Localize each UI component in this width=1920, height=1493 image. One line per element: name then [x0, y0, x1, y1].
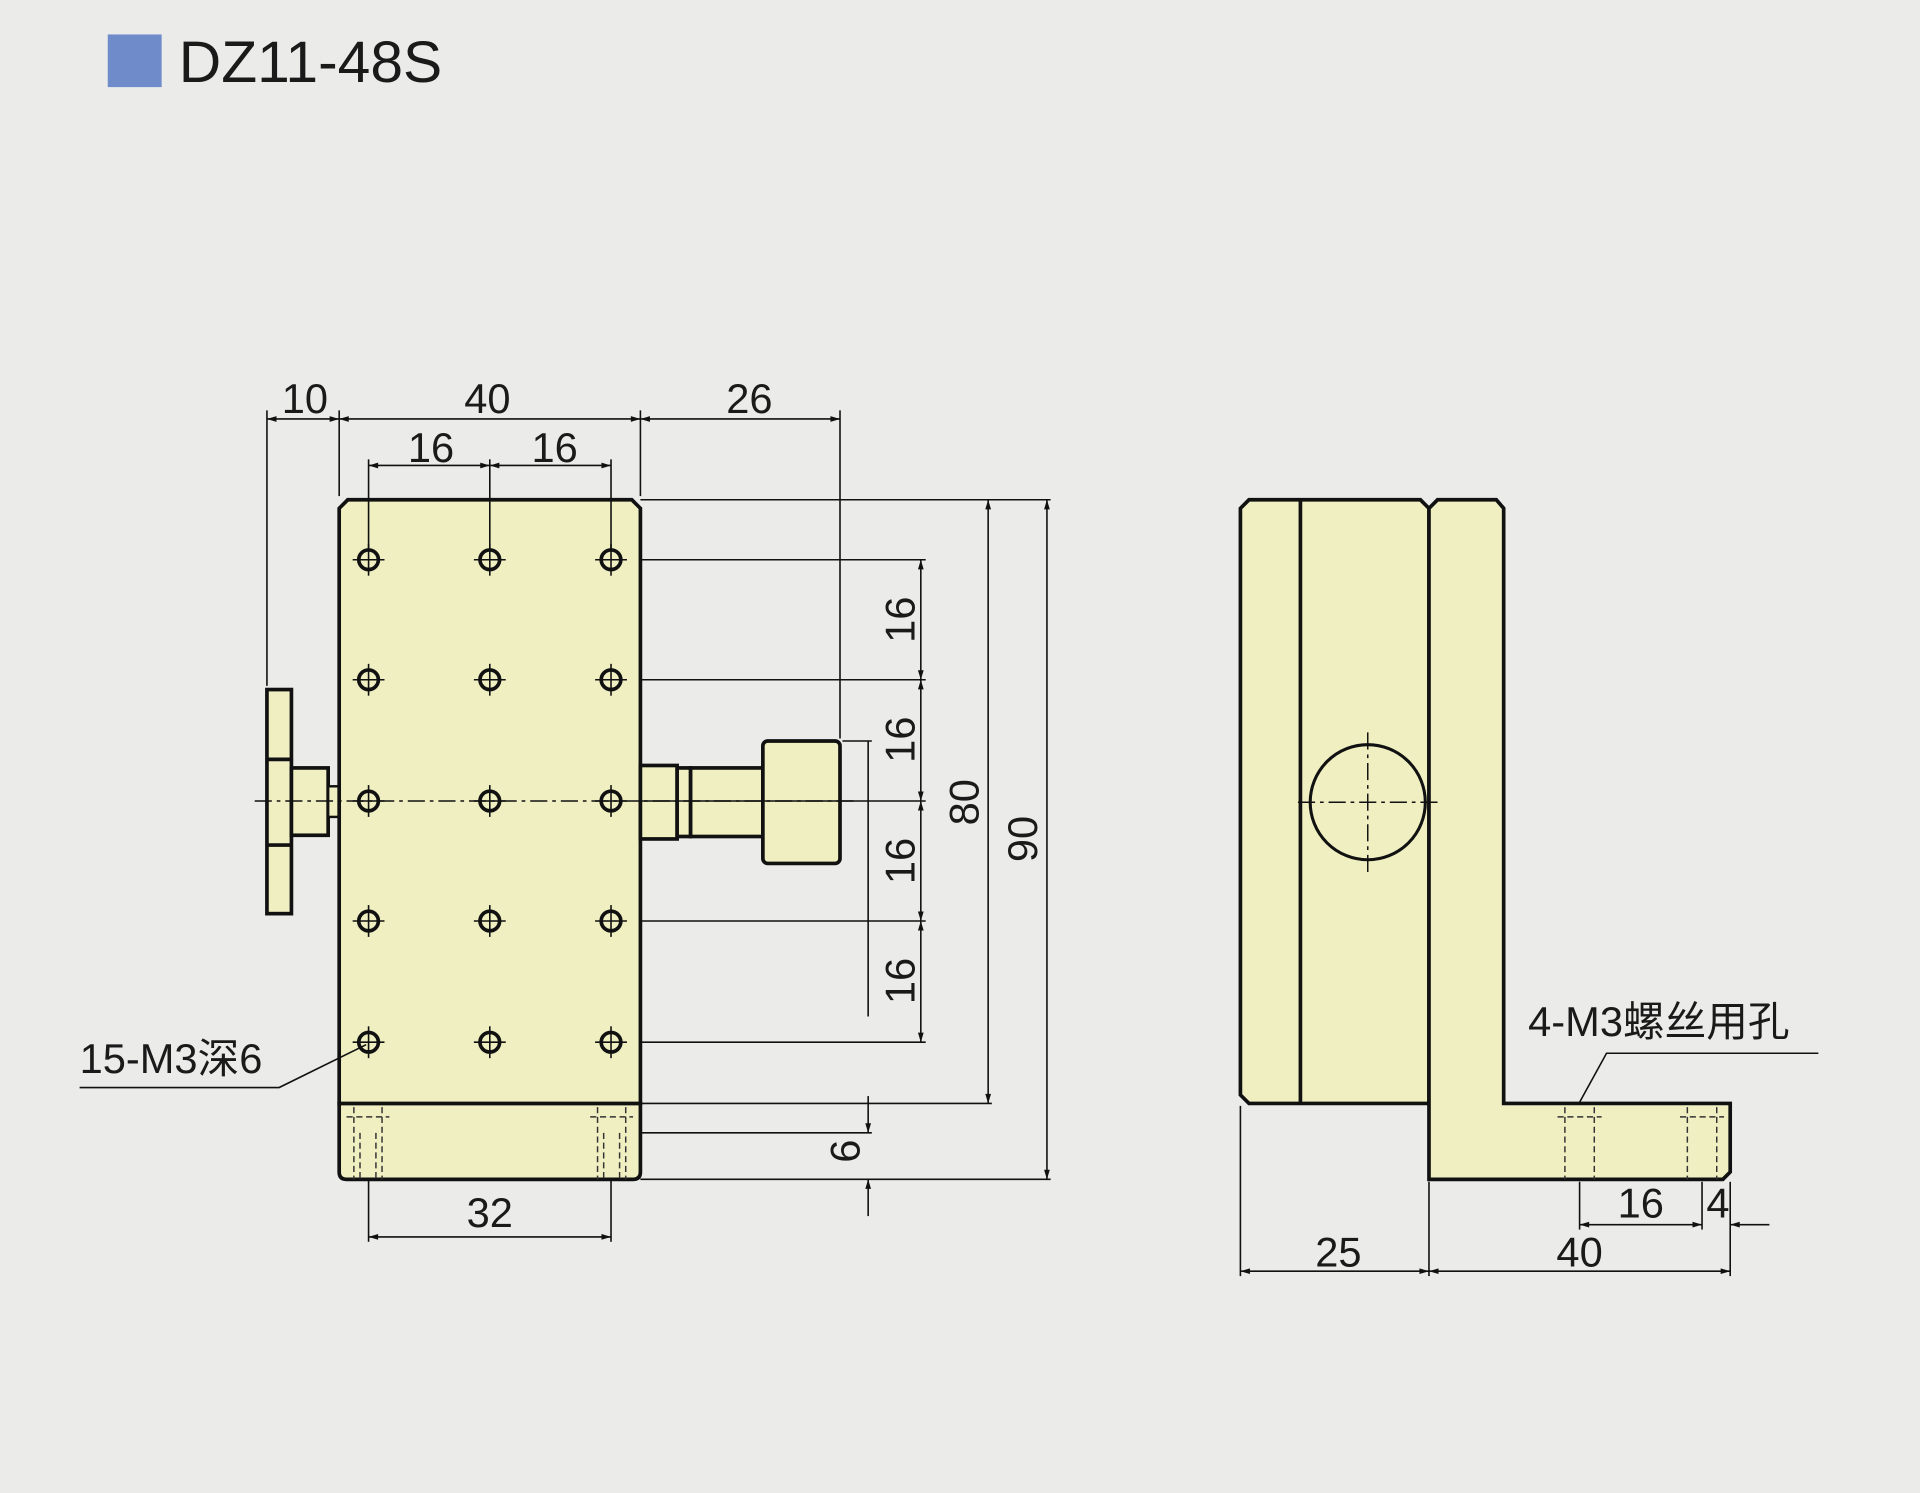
dim-knob-offset: 10	[282, 375, 328, 422]
dim-body-width: 25	[1315, 1228, 1361, 1275]
micrometer-shaft	[638, 739, 842, 866]
base-block	[337, 1101, 643, 1182]
front-view: 10 40 26 16 16 16 16 16 16 80 90 6	[80, 375, 1051, 1242]
title-marker	[107, 34, 162, 88]
dim-total-length: 90	[999, 816, 1046, 862]
dim-base-hole-pitch: 32	[467, 1189, 513, 1236]
dim-foot-length: 40	[1556, 1228, 1602, 1275]
hole-callout-front: 15-M3深6	[80, 1035, 263, 1082]
dim-foot-hole-edge: 4	[1706, 1179, 1729, 1226]
dim-shaft-length: 26	[726, 375, 772, 422]
dim-hole-pitch-b: 16	[532, 424, 578, 471]
dim-base-thickness: 6	[822, 1140, 869, 1163]
dim-plate-length: 80	[940, 779, 987, 825]
dim-pitch-1: 16	[877, 597, 924, 643]
mounting-holes	[352, 543, 627, 1059]
dim-hole-pitch-a: 16	[408, 424, 454, 471]
page-title: DZ11-48S	[179, 30, 442, 95]
dim-foot-hole-pitch: 16	[1618, 1179, 1664, 1226]
l-bracket	[1427, 497, 1733, 1182]
dim-plate-width: 40	[464, 375, 510, 422]
side-view: 25 40 16 4 4-M3螺丝用孔	[1238, 497, 1819, 1277]
dim-pitch-4: 16	[877, 958, 924, 1004]
hole-callout-side: 4-M3螺丝用孔	[1528, 998, 1789, 1045]
foot-hidden-holes	[1557, 1107, 1725, 1180]
dim-pitch-3: 16	[877, 838, 924, 884]
base-hidden-holes	[346, 1107, 634, 1180]
dim-pitch-2: 16	[877, 717, 924, 763]
